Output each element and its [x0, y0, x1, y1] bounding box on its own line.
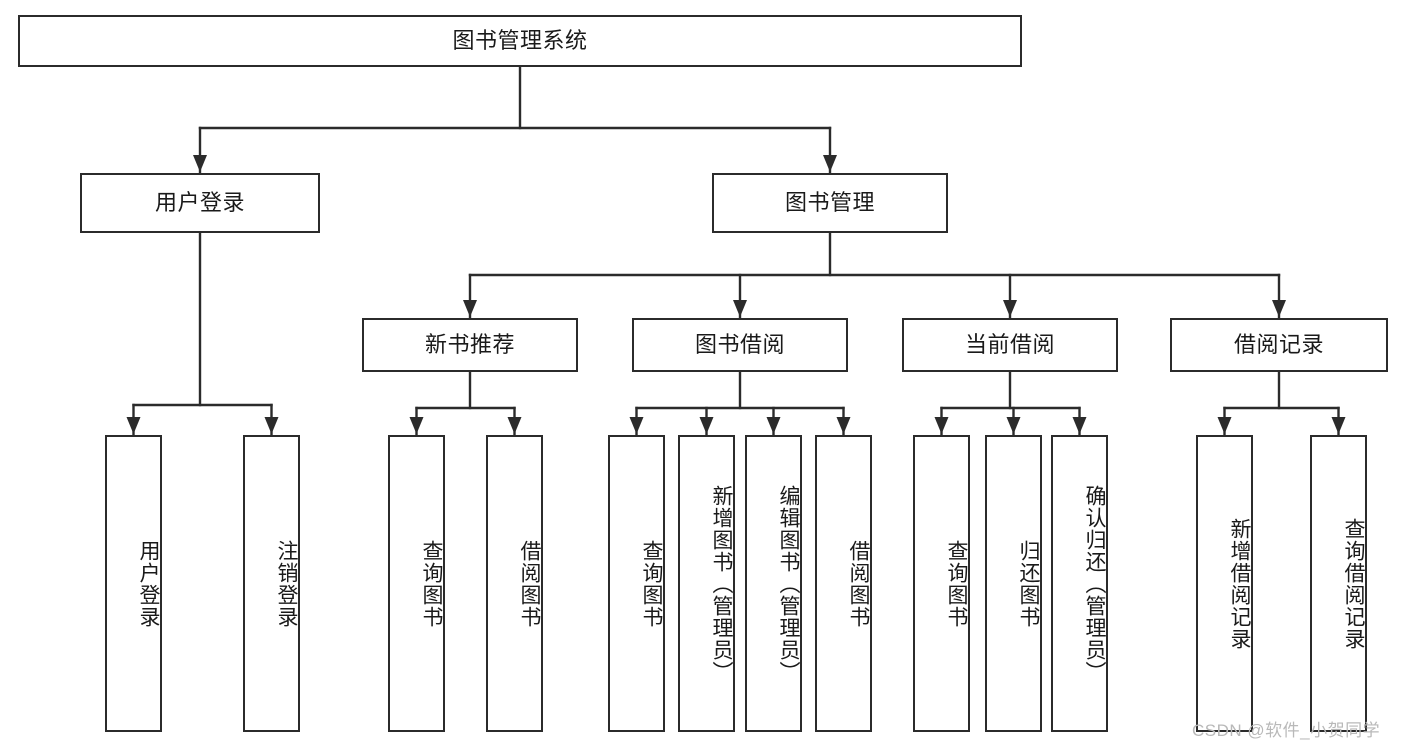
node-user-login[interactable]: 用户登录: [80, 173, 320, 233]
arrowhead-icon: [733, 300, 747, 317]
node-label: 用户登录: [137, 539, 160, 628]
node-label: 注销登录: [275, 539, 298, 628]
node-label: 新增借阅记录: [1228, 517, 1251, 650]
node-label: 当前借阅: [964, 331, 1055, 357]
arrowhead-icon: [193, 155, 207, 172]
node-label: 借阅图书: [518, 539, 541, 628]
node-label: 确认归还（管理员）: [1083, 484, 1106, 683]
arrowhead-icon: [1072, 417, 1087, 434]
node-current-borrow[interactable]: 当前借阅: [902, 318, 1118, 372]
arrowhead-icon: [463, 300, 477, 317]
arrowhead-icon: [836, 417, 851, 434]
node-leaf-add-record[interactable]: 新增借阅记录: [1196, 435, 1253, 732]
node-label: 查询图书: [420, 539, 443, 628]
node-leaf-add-book[interactable]: 新增图书（管理员）: [678, 435, 735, 732]
arrowhead-icon: [1003, 300, 1017, 317]
node-leaf-query-book-3[interactable]: 查询图书: [913, 435, 970, 732]
node-borrow-record[interactable]: 借阅记录: [1170, 318, 1388, 372]
node-label: 图书借阅: [694, 331, 785, 357]
node-leaf-edit-book[interactable]: 编辑图书（管理员）: [745, 435, 802, 732]
node-label: 图书管理: [784, 189, 875, 215]
node-label: 用户登录: [154, 189, 245, 215]
node-leaf-query-book-1[interactable]: 查询图书: [388, 435, 445, 732]
arrowhead-icon: [507, 417, 522, 434]
node-leaf-confirm-return[interactable]: 确认归还（管理员）: [1051, 435, 1108, 732]
arrowhead-icon: [823, 155, 837, 172]
arrowhead-icon: [264, 417, 279, 434]
node-leaf-return-book[interactable]: 归还图书: [985, 435, 1042, 732]
arrowhead-icon: [699, 417, 714, 434]
arrowhead-icon: [1006, 417, 1021, 434]
node-leaf-user-login[interactable]: 用户登录: [105, 435, 162, 732]
arrowhead-icon: [629, 417, 644, 434]
arrowhead-icon: [766, 417, 781, 434]
node-label: 查询图书: [640, 539, 663, 628]
node-new-book-rec[interactable]: 新书推荐: [362, 318, 578, 372]
node-leaf-user-logout[interactable]: 注销登录: [243, 435, 300, 732]
node-label: 查询图书: [945, 539, 968, 628]
arrowhead-icon: [1272, 300, 1286, 317]
node-label: 新书推荐: [424, 331, 515, 357]
node-leaf-borrow-book-2[interactable]: 借阅图书: [815, 435, 872, 732]
node-book-borrow[interactable]: 图书借阅: [632, 318, 848, 372]
node-label: 图书管理系统: [452, 27, 588, 53]
arrowhead-icon: [126, 417, 141, 434]
node-book-manage[interactable]: 图书管理: [712, 173, 948, 233]
arrowhead-icon: [1331, 417, 1346, 434]
node-label: 归还图书: [1017, 539, 1040, 628]
node-label: 新增图书（管理员）: [710, 484, 733, 683]
node-leaf-query-record[interactable]: 查询借阅记录: [1310, 435, 1367, 732]
node-label: 编辑图书（管理员）: [777, 484, 800, 683]
node-label: 借阅图书: [847, 539, 870, 628]
arrowhead-icon: [409, 417, 424, 434]
arrowhead-icon: [934, 417, 949, 434]
node-label: 借阅记录: [1233, 331, 1324, 357]
node-leaf-query-book-2[interactable]: 查询图书: [608, 435, 665, 732]
node-root[interactable]: 图书管理系统: [18, 15, 1022, 67]
node-leaf-borrow-book-1[interactable]: 借阅图书: [486, 435, 543, 732]
arrowhead-icon: [1217, 417, 1232, 434]
node-label: 查询借阅记录: [1342, 517, 1365, 650]
